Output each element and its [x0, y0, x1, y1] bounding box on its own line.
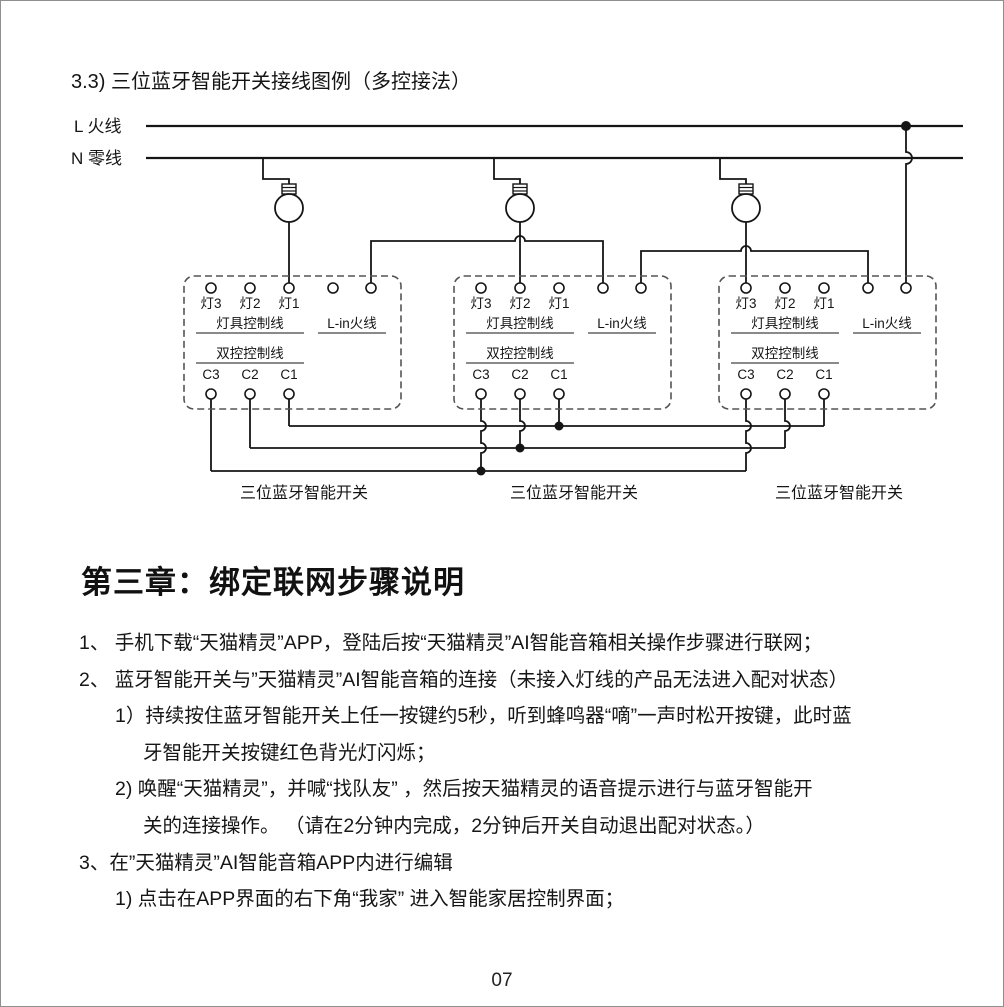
- lin-chain-switch2-switch3: [640, 245, 869, 283]
- live-wire-label: L 火线: [74, 117, 122, 136]
- switch-1: [183, 275, 402, 503]
- switch-3: [718, 275, 937, 503]
- bulb-3: [719, 157, 761, 284]
- instruction-substep-2-2: 2) 唤醒“天猫精灵”，并喊“找队友” ，然后按天猫精灵的语音提示进行与蓝牙智能…: [115, 778, 813, 801]
- junction-dot-c3: [476, 466, 486, 476]
- instructions-list: 1、 手机下载“天猫精灵”APP，登陆后按“天猫精灵”AI智能音箱相关操作步骤进…: [79, 625, 943, 918]
- page-number: 07: [491, 970, 513, 991]
- instruction-step-3: 3、在”天猫精灵”AI智能音箱APP内进行编辑: [79, 851, 453, 874]
- c1-bus: [288, 399, 825, 427]
- instruction-step-1: 1、 手机下载“天猫精灵”APP，登陆后按“天猫精灵”AI智能音箱相关操作步骤进…: [79, 632, 823, 654]
- bulb-1: [262, 157, 304, 284]
- wiring-diagram: 灯3 灯2 灯1 灯具控制线 L-in火线 双控控制线 C3 C2 C1 三位蓝…: [71, 117, 963, 503]
- junction-dot-c1: [554, 421, 564, 431]
- instruction-substep-2-1: 1）持续按住蓝牙智能开关上任一按键约5秒，听到蜂鸣器“嘀”一声时松开按键，此时蓝: [115, 705, 852, 728]
- instruction-step-2: 2、 蓝牙智能开关与”天猫精灵”AI智能音箱的连接（未接入灯线的产品无法进入配对…: [79, 668, 849, 691]
- instruction-substep-2-1b: 牙智能开关按键红色背光灯闪烁；: [143, 741, 436, 764]
- chapter-title: 第三章：绑定联网步骤说明: [81, 565, 465, 600]
- junction-dot-c2: [515, 443, 525, 453]
- junction-dot-live: [901, 121, 911, 131]
- instruction-substep-3-1: 1) 点击在APP界面的右下角“我家” 进入智能家居控制界面；: [115, 888, 625, 911]
- bulb-2: [493, 157, 535, 284]
- neutral-wire-label: N 零线: [71, 149, 122, 168]
- live-feed-wire: [905, 126, 913, 283]
- section-title: 3.3) 三位蓝牙智能开关接线图例（多控接法）: [71, 71, 472, 93]
- c2-bus: [249, 399, 791, 449]
- instruction-substep-2-2b: 关的连接操作。 （请在2分钟内完成，2分钟后开关自动退出配对状态。）: [143, 814, 765, 837]
- switch-2: [453, 275, 672, 503]
